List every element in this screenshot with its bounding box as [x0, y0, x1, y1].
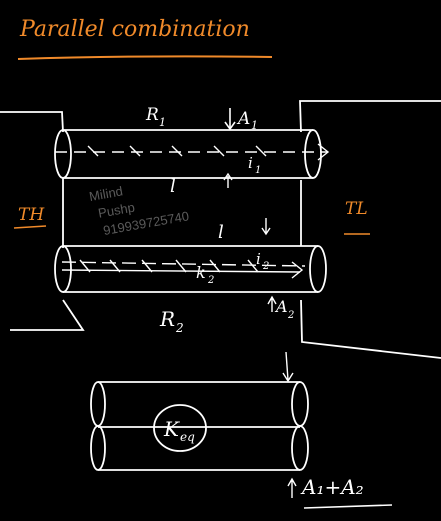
heat-flow-line-bottom: [61, 259, 306, 279]
length-label-top: l: [170, 176, 176, 197]
rod-bottom: [54, 245, 327, 293]
a1-label: A: [236, 109, 250, 129]
area-sum-underline: [303, 504, 393, 509]
a2-arrow: [267, 295, 277, 312]
hot-wall-label: TH: [18, 205, 45, 225]
keq-label: K: [163, 417, 180, 441]
i2-label: i: [256, 250, 261, 268]
hot-wall-label-underline: [13, 225, 47, 229]
keq-subscript: eq: [180, 430, 195, 444]
bottom-pointer-arrow: [287, 477, 297, 498]
a1-arrowhead: [224, 121, 236, 131]
heat-flow-line-top: [55, 143, 330, 161]
i1-label: i: [248, 154, 253, 172]
length-label-mid: l: [218, 222, 224, 243]
i2-subscript: 2: [262, 261, 269, 272]
i1-subscript: 1: [255, 165, 261, 176]
area-sum-label: A₁+A₂: [300, 475, 364, 499]
pointer-arrow-top: [223, 172, 233, 188]
a2-subscript: 2: [287, 310, 294, 321]
k2-label: k: [196, 263, 206, 282]
r1-label: R: [145, 105, 159, 125]
rod-top: [54, 129, 322, 179]
pointer-arrow-mid: [261, 218, 271, 236]
equivalent-rod: [90, 381, 309, 471]
page-title: Parallel combination: [19, 17, 250, 42]
r1-subscript: 1: [159, 116, 166, 129]
cold-reservoir-wall: [299, 100, 441, 359]
r2-subscript: 2: [175, 321, 184, 335]
k2-subscript: 2: [207, 275, 214, 286]
title-underline: [17, 55, 273, 60]
cold-wall-label: TL: [345, 199, 368, 219]
hot-reservoir-wall: [0, 111, 85, 331]
a1-subscript: 1: [251, 119, 258, 132]
keq-circle: [153, 404, 207, 452]
r2-label: R: [159, 307, 175, 331]
watermark-line-2: Pushp: [97, 200, 136, 221]
watermark-line-1: Milind: [88, 183, 124, 204]
a2-label: A: [274, 297, 288, 316]
top-pointer-arrow: [282, 351, 294, 383]
